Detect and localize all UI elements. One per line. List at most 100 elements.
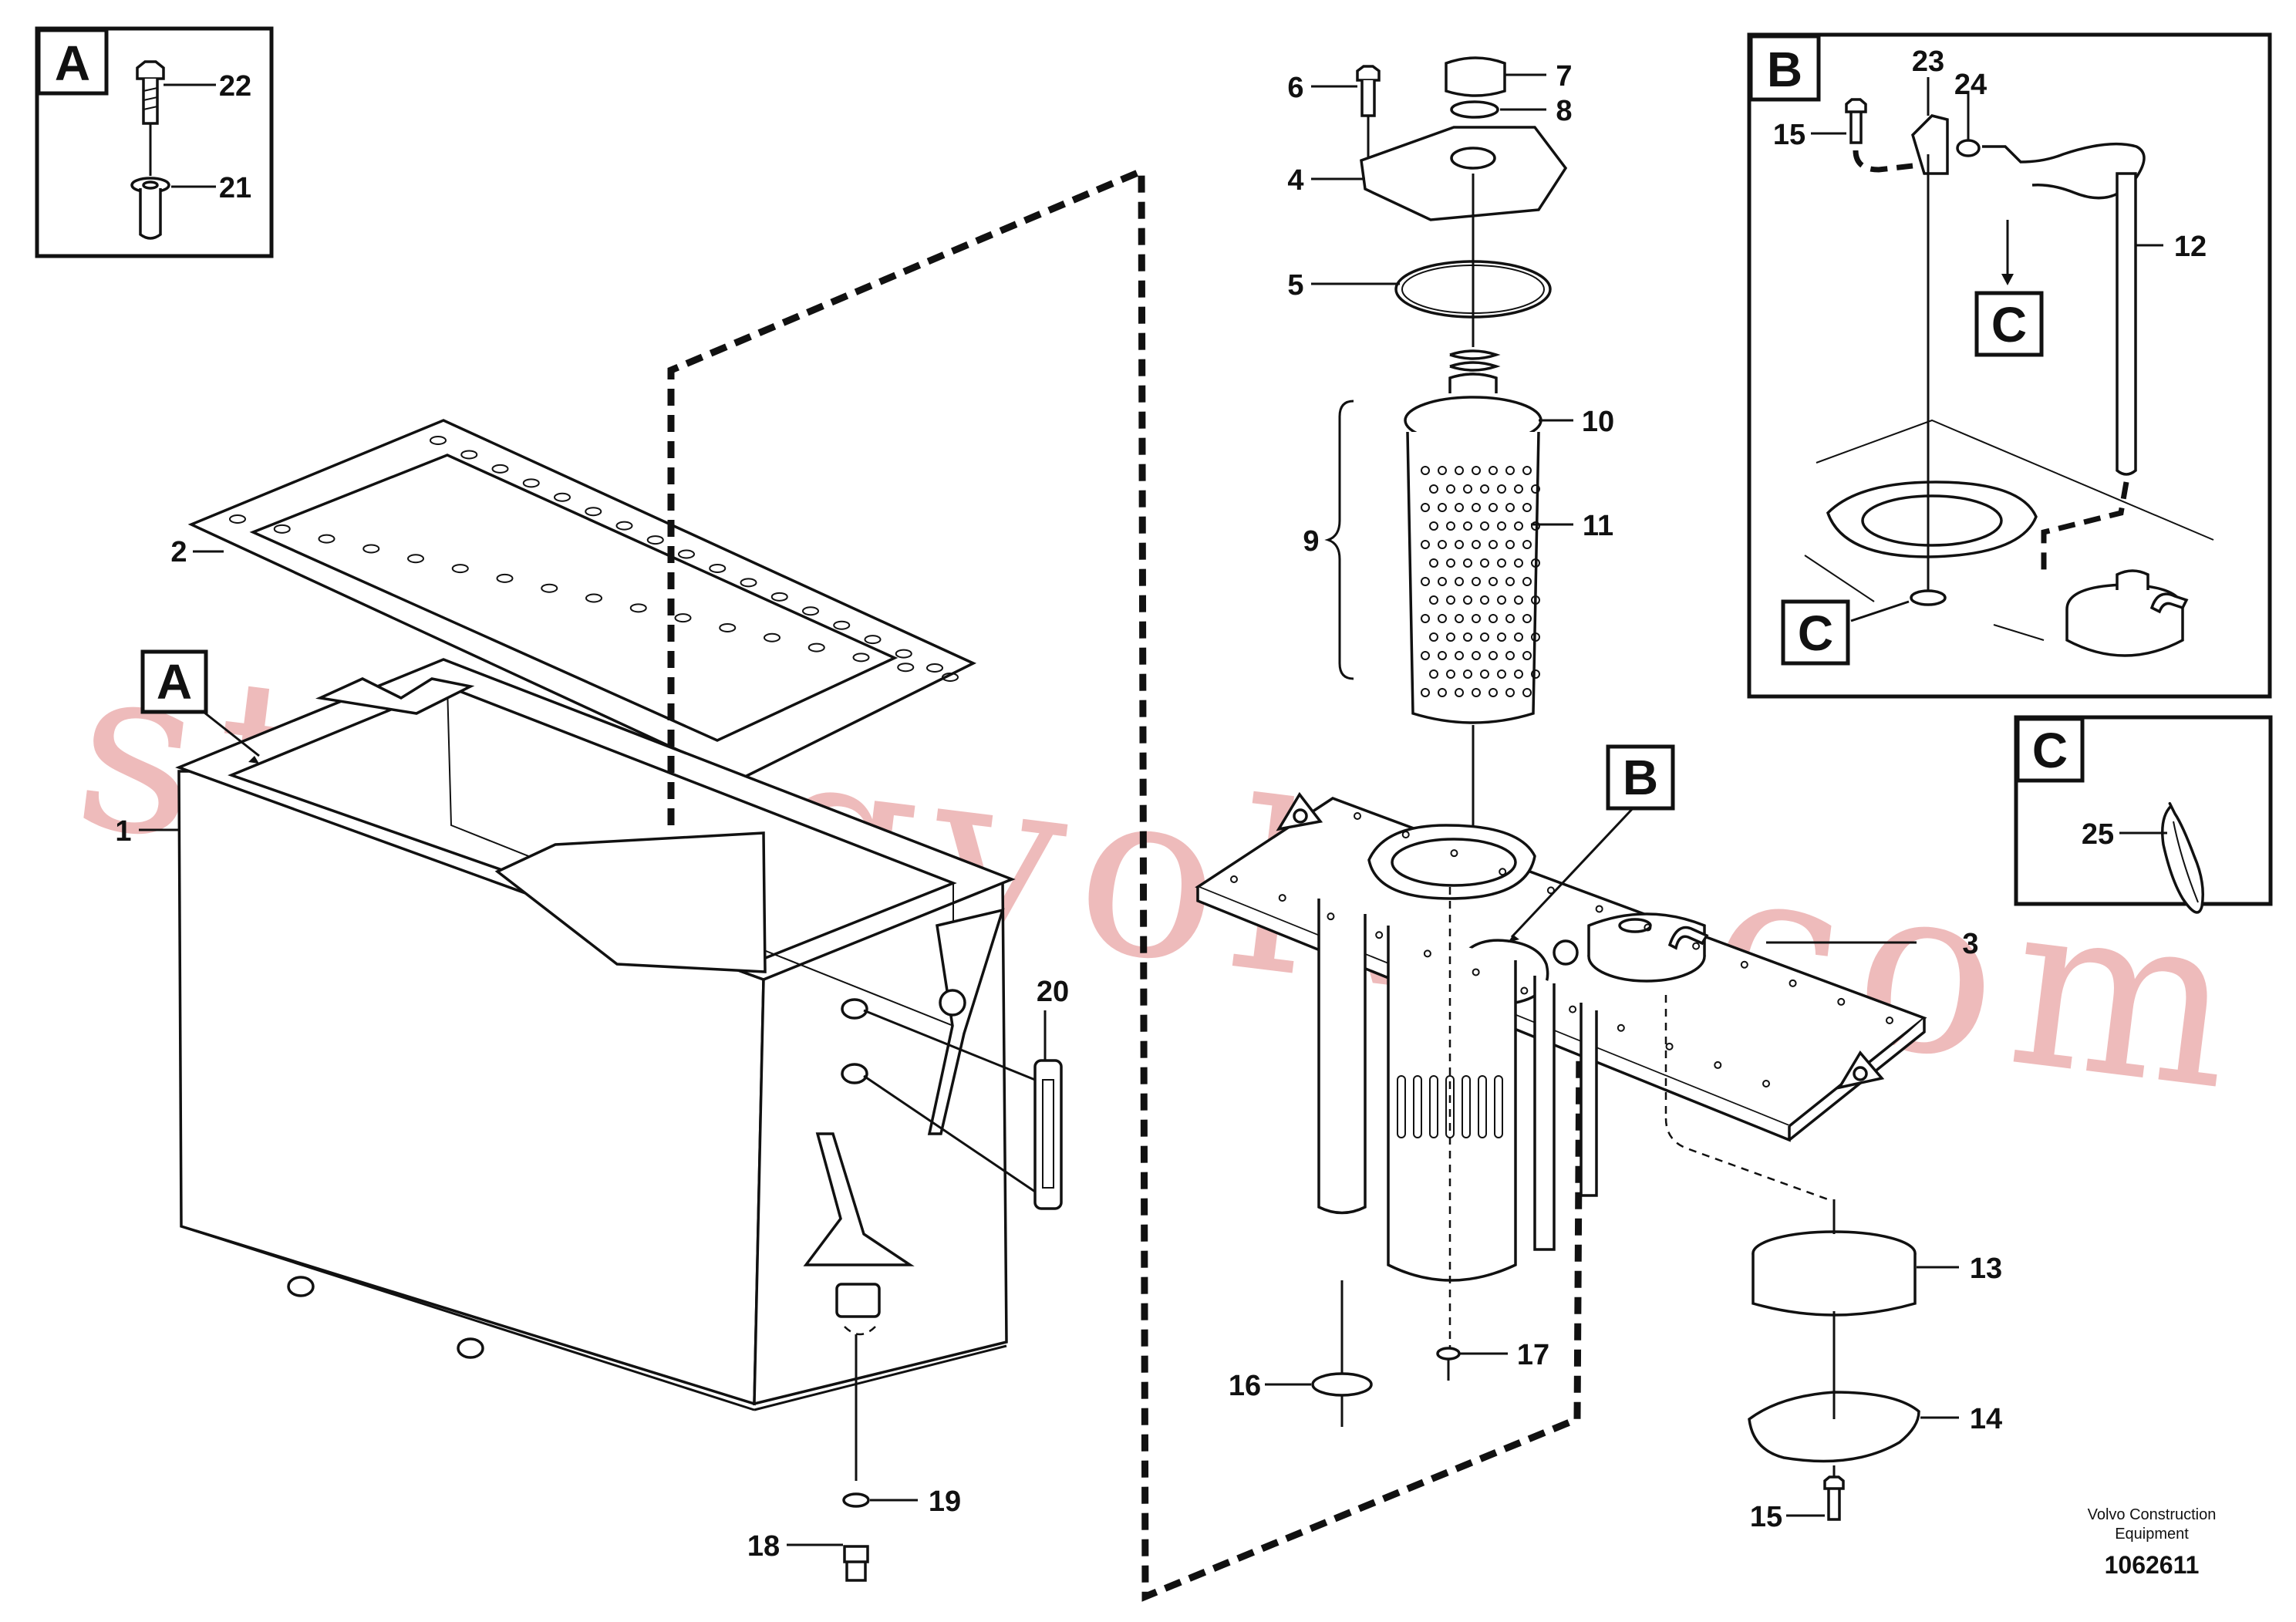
perforation-hole [1514,595,1523,605]
gasket-slot [491,464,509,474]
perforation-hole [1438,651,1447,660]
cover-hole [1665,1042,1674,1050]
cover-hole [1789,979,1797,987]
perforation-hole [1514,669,1523,679]
perforation-hole [1489,540,1498,549]
cover-hole [1595,905,1603,913]
perforation-hole [1472,577,1481,586]
gasket-slot [709,563,727,573]
perforation-hole [1472,688,1481,697]
tank-1-drawing [175,658,1016,1411]
perforation-hole [1531,632,1540,642]
perforation-hole [1497,632,1506,642]
callout-18: 18 [747,1530,780,1563]
callout-15-detail-b: 15 [1773,119,1805,151]
cover-hole [1520,986,1529,995]
perforation-hole [1446,558,1455,568]
perforation-hole [1514,632,1523,642]
gasket-slot [646,535,664,545]
cover-hole [1546,886,1555,895]
pipe-slot [1445,1075,1455,1138]
cover-b-label: B [1623,750,1658,805]
callout-21: 21 [219,172,251,204]
perforation-hole [1438,614,1447,623]
gasket-slot [764,632,781,642]
perforation-hole [1531,595,1540,605]
callout-2: 2 [170,536,187,568]
leader-lines [139,73,2163,1546]
cover-hole [1354,812,1361,820]
cover-hole [1327,912,1335,921]
perforation-hole [1489,466,1498,475]
perforation-hole [1463,484,1472,494]
perforation-hole [1505,688,1515,697]
perforation-hole [1446,595,1455,605]
cover-hole [1617,1023,1625,1032]
perforation-hole [1489,577,1498,586]
perforation-hole [1455,540,1464,549]
cover-hole [1375,931,1384,939]
perforation-hole [1489,651,1498,660]
callout-17: 17 [1517,1339,1549,1371]
perforation-hole [1455,503,1464,512]
perforation-hole [1522,577,1532,586]
perforation-hole [1429,521,1438,531]
perforation-hole [1522,540,1532,549]
cover-hole [1499,868,1507,876]
perforation-hole [1455,614,1464,623]
gasket-slot [807,642,825,653]
perforation-hole [1429,595,1438,605]
pipe-slot [1397,1075,1406,1138]
perforation-hole [1472,614,1481,623]
drain-parts-drawing [842,1334,870,1582]
cover-holes [1230,812,1893,1088]
perforation-hole [1429,558,1438,568]
callout-10: 10 [1582,406,1614,438]
gasket-holes [229,436,959,682]
perforation-hole [1522,651,1532,660]
lower-parts-drawing [1664,1118,1920,1521]
perforation-hole [1505,614,1515,623]
sight-glass-20-drawing [863,1009,1063,1210]
perforation-hole [1455,577,1464,586]
pipe-slot [1478,1075,1487,1138]
gasket-slot [852,653,870,663]
callout-12: 12 [2174,231,2207,263]
footer-brand-line2: Equipment [2115,1526,2189,1543]
gasket-slot [522,478,540,488]
perforation-hole [1472,503,1481,512]
footer-brand-line1: Volvo Construction [2088,1506,2217,1523]
gasket-slot [229,514,246,524]
callout-25: 25 [2082,818,2114,851]
perforation-hole [1522,614,1532,623]
perforation-hole [1480,484,1489,494]
perforation-hole [1514,521,1523,531]
perforation-hole [1531,669,1540,679]
gasket-slot [802,606,819,616]
perforation-hole [1522,503,1532,512]
callout-22: 22 [219,70,251,103]
perforation-hole [1497,484,1506,494]
perforation-hole [1421,614,1430,623]
perforation-hole [1480,669,1489,679]
gasket-slot [719,622,737,632]
gasket-slot [770,592,788,602]
gasket-slot [864,635,882,645]
perforation-hole [1421,503,1430,512]
perforation-hole [1472,651,1481,660]
assembly-dashed-link [667,166,1583,1602]
footer-drawing-id: 1062611 [2105,1551,2200,1579]
perforation-hole [1438,503,1447,512]
footer: Volvo Construction Equipment 1062611 [2088,1506,2217,1579]
cover-hole [1837,997,1846,1006]
perforation-hole [1505,651,1515,660]
callout-9: 9 [1303,525,1319,558]
perforation-hole [1429,484,1438,494]
gasket-slot [615,521,633,531]
perforation-hole [1421,651,1430,660]
callout-19: 19 [929,1485,961,1518]
detail-a-panel: A [35,26,274,258]
perforation-hole [1514,484,1523,494]
detail-c-label: C [2032,723,2068,778]
perforation-hole [1472,540,1481,549]
